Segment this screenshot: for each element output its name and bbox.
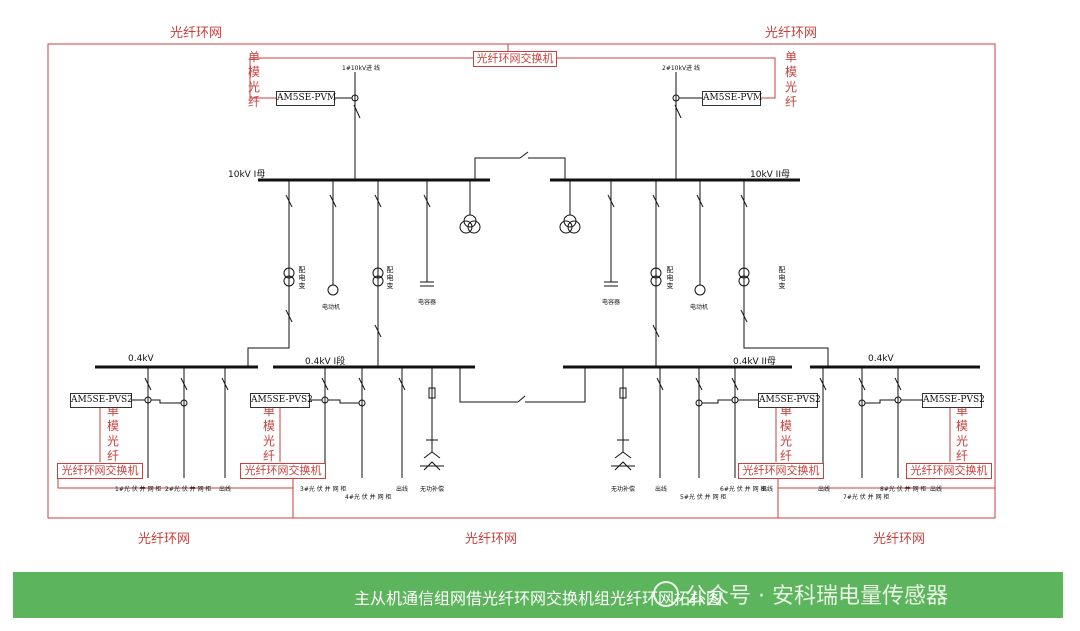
lv-feeder-label: 6#光 伏 并 网 柜 (720, 486, 767, 493)
lv-feeder-label: 无功补偿 (611, 486, 636, 493)
hv-xfmr-2-label: 配电变 (386, 266, 394, 290)
meter-pvs2-1: AM5SE-PVS2 (70, 393, 133, 408)
bus-hv-left-label: 10kV I母 (228, 170, 266, 180)
wechat-icon (653, 581, 679, 607)
lv-feeder-label: 出线 (655, 486, 668, 493)
caption-banner: 公众号 · 安科瑞电量传感器 主从机通信组网借光纤环网交换机组光纤环网拓扑图 (13, 572, 1063, 618)
ring-label-bottom-center: 光纤环网 (465, 532, 518, 547)
lv-feeder-label: 出线 (219, 486, 232, 493)
fiber-switch-bl2: 光纤环网交换机 (240, 463, 326, 479)
hv-cap-2-label: 电容器 (602, 299, 621, 306)
hv-xfmr-4-label: 配电变 (778, 266, 786, 290)
lv-feeder-label: 出线 (396, 486, 409, 493)
lv-feeder-label: 4#光 伏 并 网 柜 (345, 494, 392, 501)
lv-feeder-label: 1#光 伏 并 网 柜 (115, 486, 162, 493)
ring-label-bottom-left: 光纤环网 (138, 532, 191, 547)
hv-cap-1-label: 电容器 (418, 299, 437, 306)
incoming-left-label: 1#10kV进 线 (342, 65, 380, 72)
ring-label-top-left: 光纤环网 (170, 26, 223, 41)
fiber-switch-br1: 光纤环网交换机 (738, 463, 824, 479)
bus-lv-3-label: 0.4kV II母 (733, 357, 776, 367)
lv-section (95, 365, 980, 478)
fiber-label-top-right: 单模光纤 (784, 50, 797, 109)
incoming-right-label: 2#10kV进 线 (662, 65, 700, 72)
lv-feeder-label: 3#光 伏 并 网 柜 (300, 486, 347, 493)
fiber-switch-bl1: 光纤环网交换机 (57, 463, 143, 479)
hv-motor-2-label: 电动机 (690, 304, 709, 311)
fiber-switch-br2: 光纤环网交换机 (906, 463, 992, 479)
meter-pvm-right: AM5SE-PVM (702, 91, 762, 106)
lv-feeder-label: 5#光 伏 并 网 柜 (680, 494, 727, 501)
fiber-label-b4: 单模光纤 (955, 404, 968, 463)
meter-pvs2-3: AM5SE-PVS2 (758, 393, 821, 408)
bus-hv-right-label: 10kV II母 (750, 170, 790, 180)
meter-pvs2-4: AM5SE-PVS2 (922, 393, 985, 408)
fiber-ring-lines (47, 43, 996, 519)
lv-feeder-label: 出线 (930, 486, 943, 493)
bus-lv-1-label: 0.4kV (128, 354, 154, 364)
ring-label-top-right: 光纤环网 (765, 26, 818, 41)
caption-title: 主从机通信组网借光纤环网交换机组光纤环网拓扑图 (353, 589, 722, 608)
lv-feeder-label: 出线 (761, 486, 774, 493)
watermark: 公众号 · 安科瑞电量传感器 (653, 578, 948, 610)
fiber-label-b2: 单模光纤 (262, 404, 275, 463)
lv-feeder-label: 出线 (818, 486, 831, 493)
bus-lv-4-label: 0.4kV (868, 354, 894, 364)
lv-feeder-label: 无功补偿 (420, 486, 445, 493)
bus-lv-2-label: 0.4kV I段 (305, 357, 346, 367)
fiber-label-top-left: 单模光纤 (247, 50, 260, 109)
hv-section (247, 72, 829, 367)
watermark-text: 公众号 · 安科瑞电量传感器 (685, 584, 948, 609)
hv-xfmr-3-label: 配电变 (666, 266, 674, 290)
meter-pvs2-2: AM5SE-PVS2 (250, 393, 313, 408)
fiber-label-b1: 单模光纤 (106, 404, 119, 463)
hv-xfmr-1-label: 配电变 (298, 266, 306, 290)
hv-motor-1-label: 电动机 (322, 304, 341, 311)
fiber-switch-top: 光纤环网交换机 (473, 51, 557, 67)
meter-pvm-left: AM5SE-PVM (276, 91, 336, 106)
lv-feeder-label: 7#光 伏 并 网 柜 (843, 494, 890, 501)
lv-feeder-label: 2#光 伏 并 网 柜 (165, 486, 212, 493)
fiber-label-b3: 单模光纤 (779, 404, 792, 463)
lv-feeder-label: 8#光 伏 并 网 柜 (880, 486, 927, 493)
ring-label-bottom-right: 光纤环网 (873, 532, 926, 547)
